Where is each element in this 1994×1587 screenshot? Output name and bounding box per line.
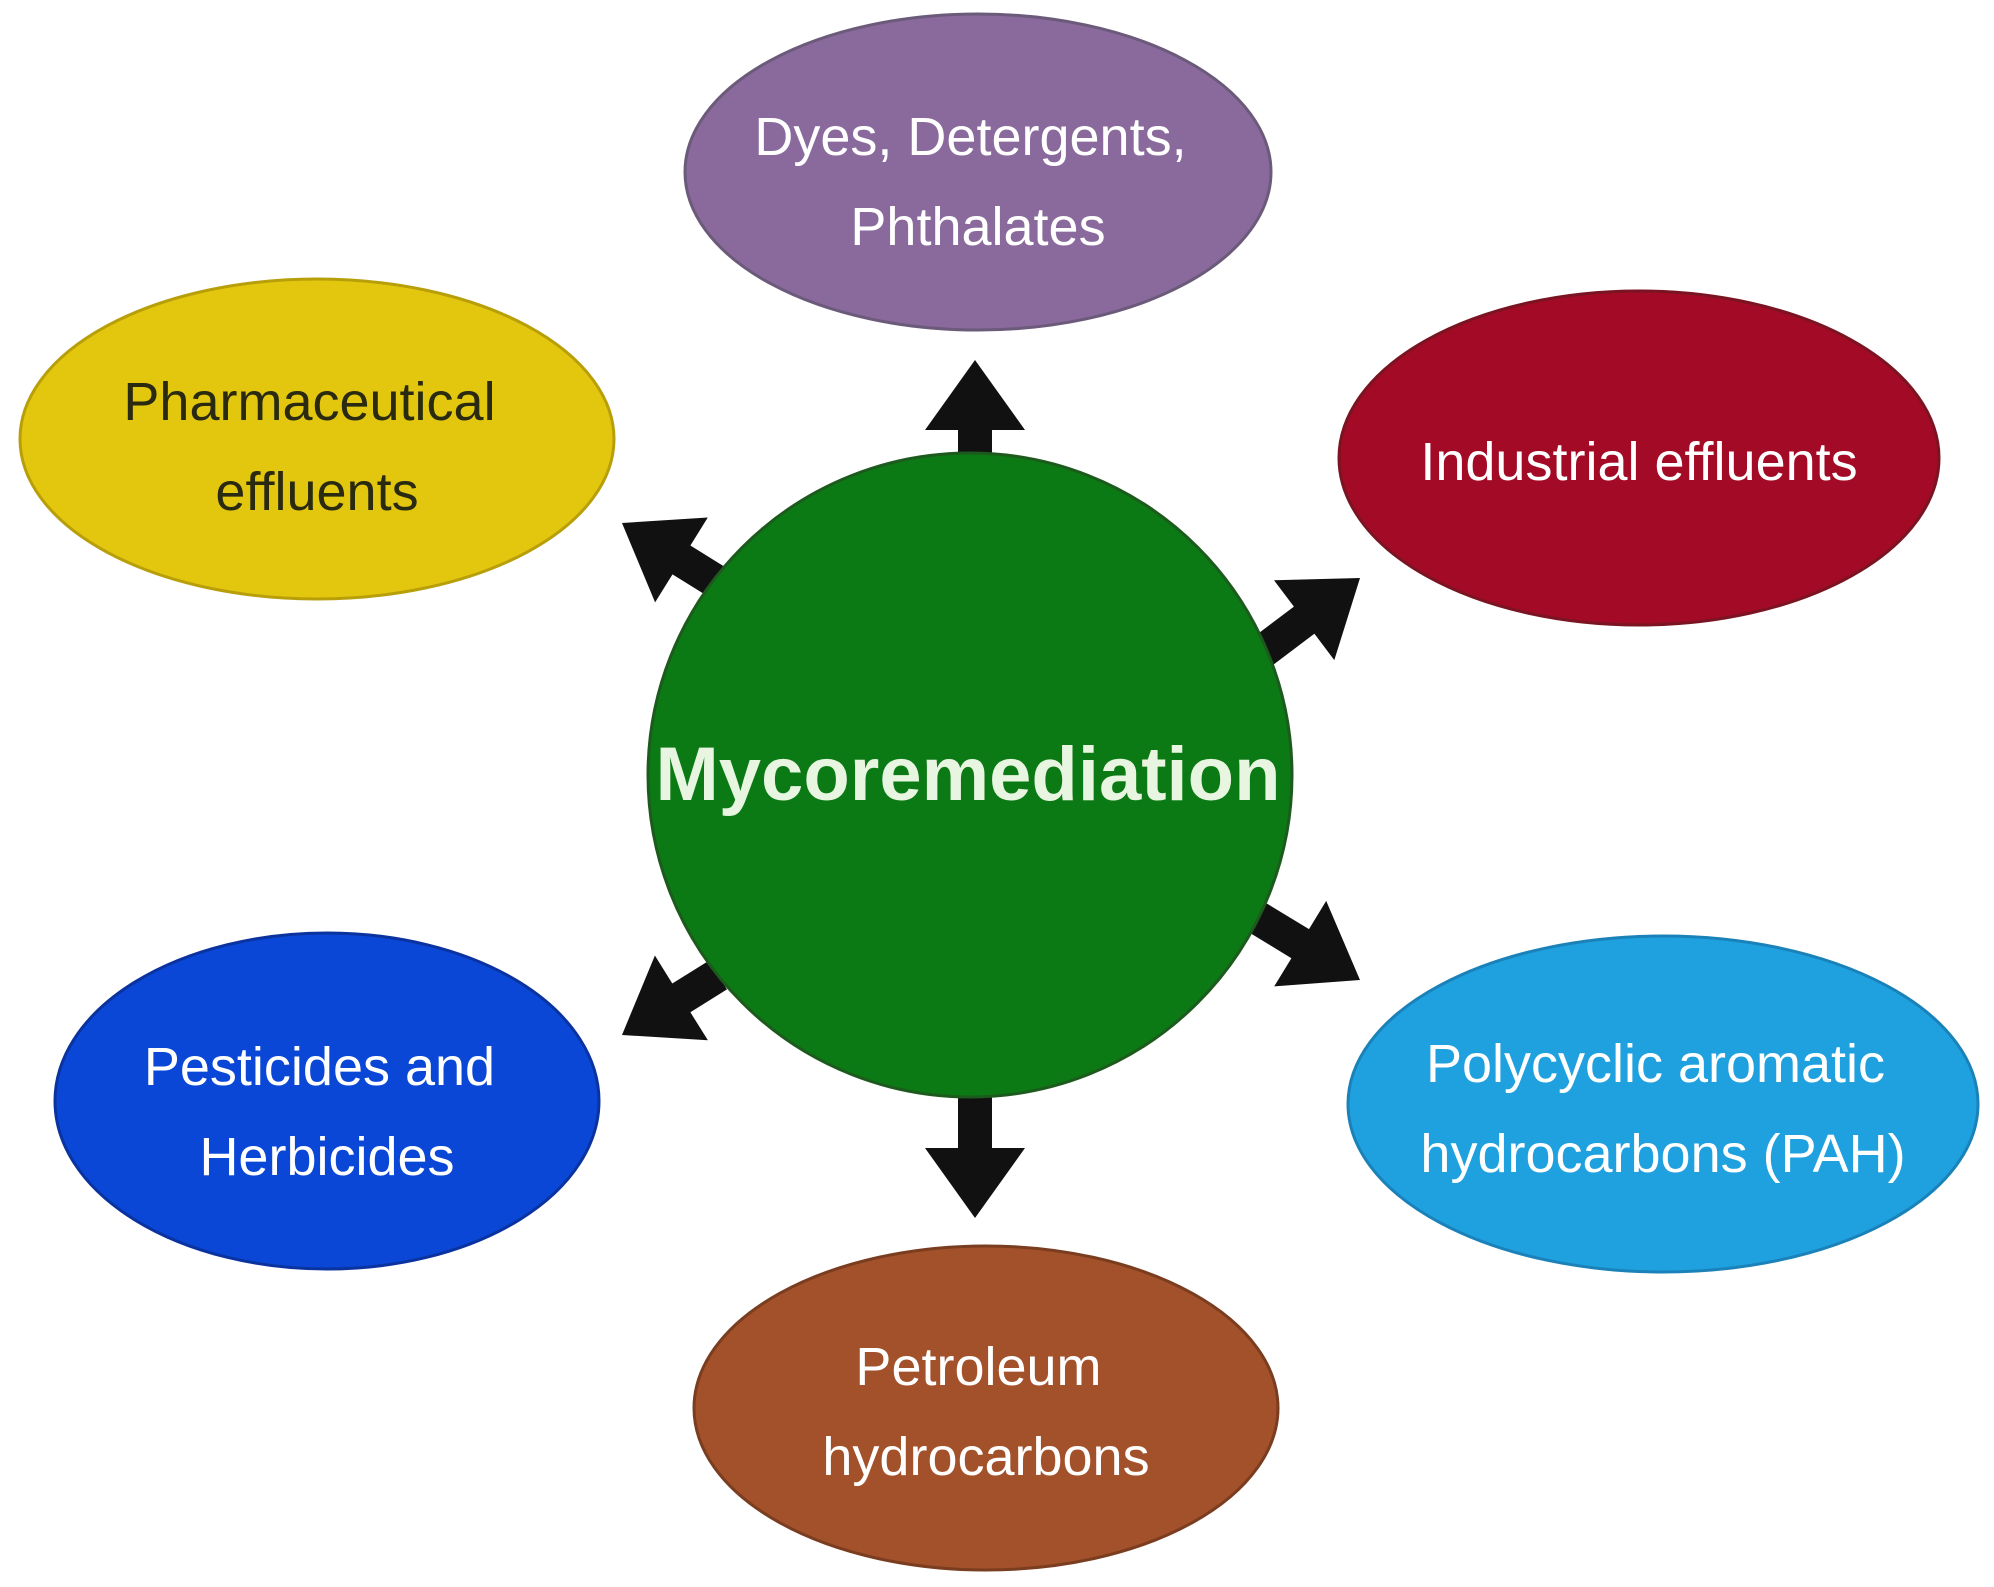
- node-petroleum-line-1: Petroleum: [855, 1337, 1101, 1397]
- node-dyes: Dyes, Detergents, Phthalates: [683, 12, 1273, 332]
- node-industrial-label: Industrial effluents: [1420, 432, 1857, 492]
- arrow-to-pharma: [622, 517, 734, 603]
- node-pah-label: Polycyclic aromatic hydrocarbons (PAH): [1420, 1034, 1905, 1184]
- node-dyes-line-2: Phthalates: [850, 197, 1105, 257]
- node-industrial-ellipse: [1337, 289, 1941, 627]
- arrow-to-petroleum: [925, 1093, 1025, 1218]
- node-pah-line-2: hydrocarbons (PAH): [1420, 1124, 1905, 1184]
- node-pah-line-1: Polycyclic aromatic: [1426, 1034, 1885, 1094]
- node-pah: Polycyclic aromatic hydrocarbons (PAH): [1346, 934, 1980, 1274]
- node-pesticides-line-1: Pesticides and: [144, 1037, 495, 1097]
- node-dyes-line-1: Dyes, Detergents,: [754, 107, 1186, 167]
- node-pesticides-ellipse: [53, 931, 601, 1271]
- node-petroleum-line-2: hydrocarbons: [822, 1427, 1149, 1487]
- arrow-to-pah: [1249, 900, 1360, 987]
- center-node: Mycoremediation: [646, 451, 1294, 1099]
- node-dyes-ellipse: [683, 12, 1273, 332]
- center-circle: [646, 451, 1294, 1099]
- arrow-to-industrial: [1247, 578, 1360, 669]
- node-petroleum-ellipse: [692, 1244, 1280, 1572]
- node-petroleum-label: Petroleum hydrocarbons: [822, 1337, 1149, 1487]
- node-pharma: Pharmaceutical effluents: [18, 277, 616, 601]
- node-pharma-label: Pharmaceutical effluents: [123, 372, 510, 522]
- node-pah-ellipse: [1346, 934, 1980, 1274]
- node-pharma-line-1: Pharmaceutical: [123, 372, 495, 432]
- node-industrial: Industrial effluents: [1337, 289, 1941, 627]
- node-pesticides-line-2: Herbicides: [199, 1127, 454, 1187]
- center-label: Mycoremediation: [655, 732, 1280, 817]
- node-pesticides: Pesticides and Herbicides: [53, 931, 601, 1271]
- node-petroleum: Petroleum hydrocarbons: [692, 1244, 1280, 1572]
- arrow-to-pesticides: [622, 955, 727, 1041]
- node-dyes-label: Dyes, Detergents, Phthalates: [754, 107, 1201, 257]
- arrow-to-dyes: [925, 360, 1025, 455]
- node-industrial-line-1: Industrial effluents: [1420, 432, 1857, 492]
- node-pharma-ellipse: [18, 277, 616, 601]
- node-pharma-line-2: effluents: [215, 462, 418, 522]
- arrows-group: [622, 360, 1360, 1218]
- node-pesticides-label: Pesticides and Herbicides: [144, 1037, 510, 1187]
